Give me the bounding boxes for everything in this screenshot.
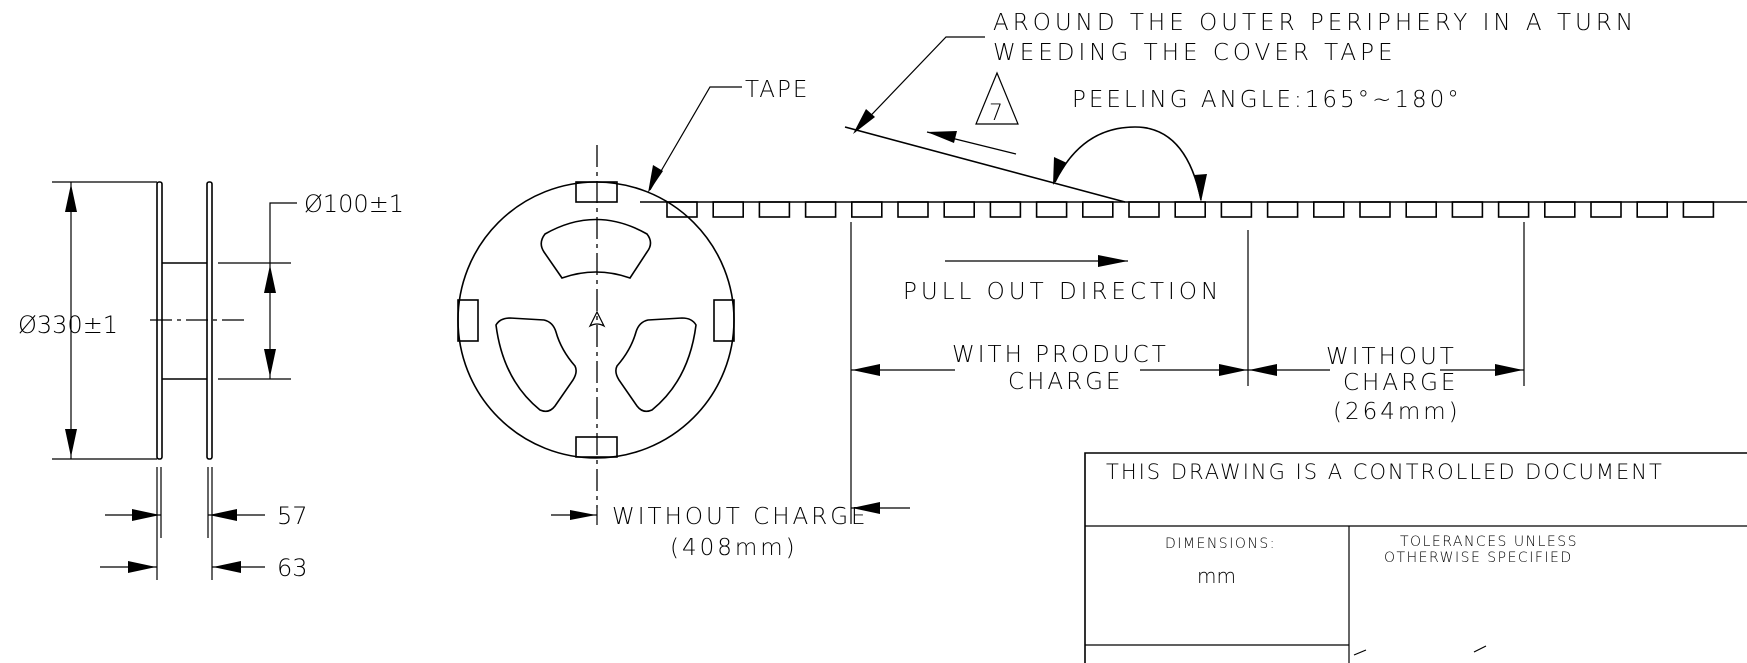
without-charge-right-length: (264mm) <box>1333 399 1461 425</box>
tape-pocket <box>1174 201 1206 218</box>
pull-out-arrow <box>1098 255 1128 267</box>
tape-pocket <box>943 201 976 218</box>
center-hole-icon <box>588 310 606 328</box>
clip-left <box>457 299 479 342</box>
controlled-document-label: THIS DRAWING IS A CONTROLLED DOCUMENT <box>1106 460 1664 484</box>
dimensions-unit: mm <box>1197 564 1236 588</box>
clip-bottom <box>575 436 618 458</box>
window-lower-right <box>615 317 697 413</box>
clip-top <box>575 181 618 203</box>
tape-pocket <box>804 201 837 218</box>
tape-pocket <box>1313 201 1345 218</box>
note-line-1: AROUND THE OUTER PERIPHERY IN A TURN <box>993 10 1637 36</box>
tape-pocket <box>1636 201 1668 218</box>
dim-arrow-up <box>65 184 77 212</box>
tape-pocket <box>1220 201 1253 218</box>
carrier-tape: 7 PEELING ANGLE:165°~180° AROUND THE OUT… <box>640 10 1747 524</box>
without-charge-left-label: WITHOUT CHARGE <box>612 504 869 530</box>
tape-pocket <box>1590 201 1622 218</box>
dim-arrow-down <box>65 429 77 457</box>
reel-outline <box>457 181 735 459</box>
tape-pocket <box>1497 201 1530 218</box>
dimensions-label: DIMENSIONS: <box>1165 536 1276 552</box>
tape-pocket <box>1266 201 1299 218</box>
hub-diameter-label: Ø100±1 <box>304 190 404 218</box>
tape-pocket <box>1082 201 1114 218</box>
tape-pocket <box>1128 201 1160 218</box>
reel-side-view: Ø330±1 Ø100±1 57 63 <box>18 181 404 582</box>
tape-label: TAPE <box>745 77 809 103</box>
title-block: THIS DRAWING IS A CONTROLLED DOCUMENT DI… <box>1084 452 1747 663</box>
width-outer-label: 63 <box>277 554 308 582</box>
tape-pocket <box>850 201 883 218</box>
tape-pockets <box>666 201 1715 218</box>
reel-diameter-label: Ø330±1 <box>18 311 118 339</box>
without-charge-right-label-2: CHARGE <box>1343 370 1458 396</box>
tape-pocket <box>1359 201 1391 218</box>
window-lower-left <box>495 317 577 413</box>
tape-pocket <box>1682 201 1715 218</box>
without-charge-right-label-1: WITHOUT <box>1326 344 1457 370</box>
with-product-label-1: WITH PRODUCT <box>952 342 1169 368</box>
pull-out-direction-label: PULL OUT DIRECTION <box>903 279 1222 305</box>
peel-arrow <box>927 131 957 143</box>
tape-pocket <box>1035 201 1068 218</box>
peeling-angle-label: PEELING ANGLE:165°~180° <box>1072 87 1462 113</box>
reel-front-view: TAPE WITHOUT CHARGE (408mm) <box>457 77 910 561</box>
peel-angle-arc <box>1054 126 1202 201</box>
cover-tape <box>844 126 1126 203</box>
width-inner-label: 57 <box>277 502 308 530</box>
with-product-label-2: CHARGE <box>1008 369 1123 395</box>
tape-pocket <box>758 201 791 218</box>
tape-pocket <box>897 201 929 218</box>
tape-pocket <box>1451 201 1484 218</box>
clip-right <box>713 299 735 342</box>
window-top <box>540 218 652 279</box>
tape-pocket <box>666 201 698 218</box>
note-triangle-icon <box>975 71 1019 125</box>
tape-pocket <box>712 201 745 218</box>
tolerances-label-2: OTHERWISE SPECIFIED <box>1384 550 1573 566</box>
note-ref-number: 7 <box>989 101 1003 126</box>
tolerances-label-1: TOLERANCES UNLESS <box>1400 534 1578 550</box>
tape-pocket <box>1544 201 1576 218</box>
tape-pocket <box>989 201 1022 218</box>
without-charge-left-length: (408mm) <box>670 535 798 561</box>
tape-pocket <box>1405 201 1437 218</box>
note-line-2: WEEDING THE COVER TAPE <box>993 40 1397 66</box>
